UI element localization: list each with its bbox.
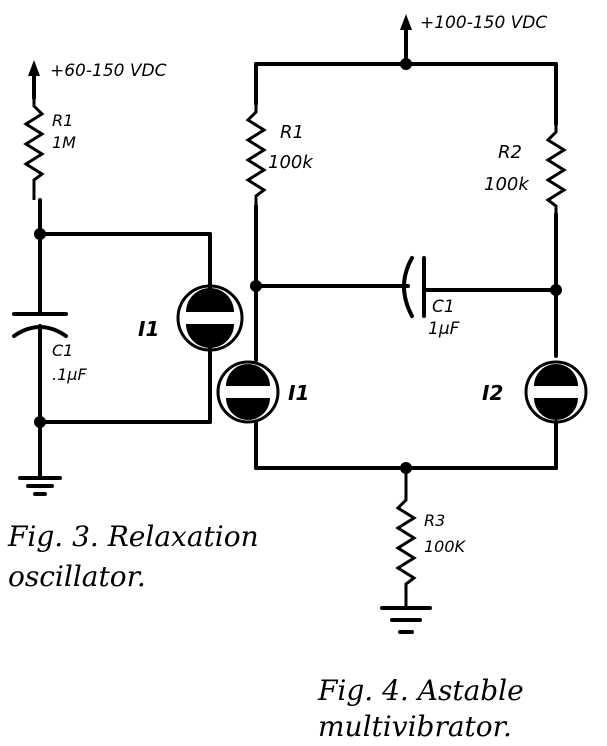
fig3-r1-value: 1M (52, 133, 76, 152)
fig4-i2-neon-lamp (524, 360, 588, 424)
fig4-r1-value: 100k (268, 152, 314, 173)
fig3-relaxation-oscillator: +60-150 VDC R1 1M C1 .1μF I1 (7, 60, 259, 593)
fig4-supply-arrow (400, 14, 412, 30)
fig4-r3-resistor (395, 468, 417, 606)
fig4-c1-value: 1μF (428, 319, 460, 339)
fig4-astable-multivibrator: +100-150 VDC R1 100k R2 100k C1 1μF I1 (216, 13, 588, 743)
fig4-r1-resistor (245, 104, 267, 206)
fig4-r3-value: 100K (424, 537, 467, 556)
fig4-i1-ref: I1 (288, 381, 309, 405)
fig4-r2-resistor (545, 124, 567, 214)
fig4-c1-plate-curved (402, 256, 414, 318)
fig3-c1-ref: C1 (52, 341, 73, 360)
fig3-caption-line1: Fig. 3. Relaxation (7, 520, 259, 553)
fig3-c1-value: .1μF (52, 365, 87, 384)
fig3-caption-line2: oscillator. (8, 560, 146, 593)
fig4-caption-line1: Fig. 4. Astable (317, 674, 524, 707)
fig4-supply-label: +100-150 VDC (420, 13, 547, 33)
fig4-r1-ref: R1 (280, 122, 304, 143)
fig3-supply-arrow (28, 60, 40, 76)
fig4-r3-ref: R3 (424, 511, 445, 530)
fig4-caption-line2: multivibrator. (318, 710, 512, 743)
fig4-r2-ref: R2 (498, 142, 522, 163)
fig4-ground-symbol (380, 606, 432, 634)
fig4-c1-ref: C1 (432, 297, 455, 317)
fig4-r2-value: 100k (484, 174, 530, 195)
fig3-supply-label: +60-150 VDC (50, 61, 167, 81)
fig4-i2-ref: I2 (482, 381, 503, 405)
fig3-i1-neon-lamp (176, 284, 244, 352)
fig3-i1-ref: I1 (138, 317, 159, 341)
fig3-r1-ref: R1 (52, 111, 73, 130)
fig3-r1-resistor (23, 98, 45, 200)
fig3-ground-symbol (18, 476, 62, 496)
fig4-top-node (400, 58, 412, 70)
fig4-i1-neon-lamp (216, 360, 280, 424)
